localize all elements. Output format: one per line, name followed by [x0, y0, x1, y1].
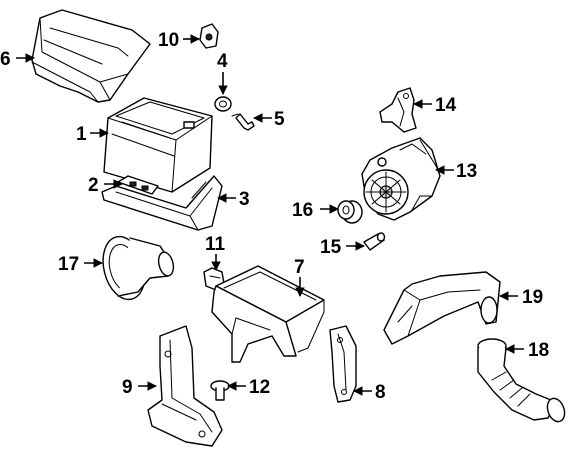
callout-labels: 6 10 4 5 14 1 2 3 13 16 15 11 7 17 19 18… — [0, 30, 549, 403]
callout-19: 19 — [522, 287, 543, 308]
vent-tube-part — [231, 113, 255, 131]
side-bracket-part — [329, 325, 357, 403]
callout-11: 11 — [205, 234, 226, 255]
lower-bracket-part — [147, 325, 223, 447]
bracket-part — [379, 87, 417, 133]
callout-16: 16 — [292, 200, 313, 221]
alternator-part — [361, 137, 441, 221]
air-hose-part — [477, 338, 566, 423]
callout-4: 4 — [217, 51, 228, 72]
callout-1: 1 — [76, 124, 87, 145]
callout-17: 17 — [58, 254, 79, 275]
grommet-part — [214, 96, 232, 112]
callout-3: 3 — [239, 189, 250, 210]
intake-inlet-part — [102, 235, 175, 301]
callout-13: 13 — [456, 161, 477, 182]
callout-6: 6 — [0, 49, 11, 70]
clip-part — [199, 23, 219, 49]
hold-down-part — [117, 175, 159, 195]
callout-15: 15 — [320, 237, 342, 258]
callout-12: 12 — [249, 377, 270, 398]
air-intake-duct-part — [383, 271, 501, 345]
battery-cover-part — [31, 9, 151, 103]
callout-8: 8 — [375, 382, 386, 403]
push-clip-part — [210, 380, 230, 401]
callout-2: 2 — [88, 175, 99, 196]
callout-5: 5 — [274, 109, 285, 130]
callout-leaders — [16, 34, 524, 396]
battery-part — [103, 97, 213, 193]
bushing-part — [363, 232, 386, 251]
support-bracket-part — [211, 265, 325, 363]
callout-10: 10 — [158, 30, 179, 51]
pulley-part — [337, 200, 363, 224]
callout-14: 14 — [435, 95, 457, 116]
battery-tray-part — [101, 175, 223, 231]
callout-7: 7 — [294, 257, 305, 278]
callout-9: 9 — [122, 377, 133, 398]
callout-18: 18 — [528, 340, 549, 361]
